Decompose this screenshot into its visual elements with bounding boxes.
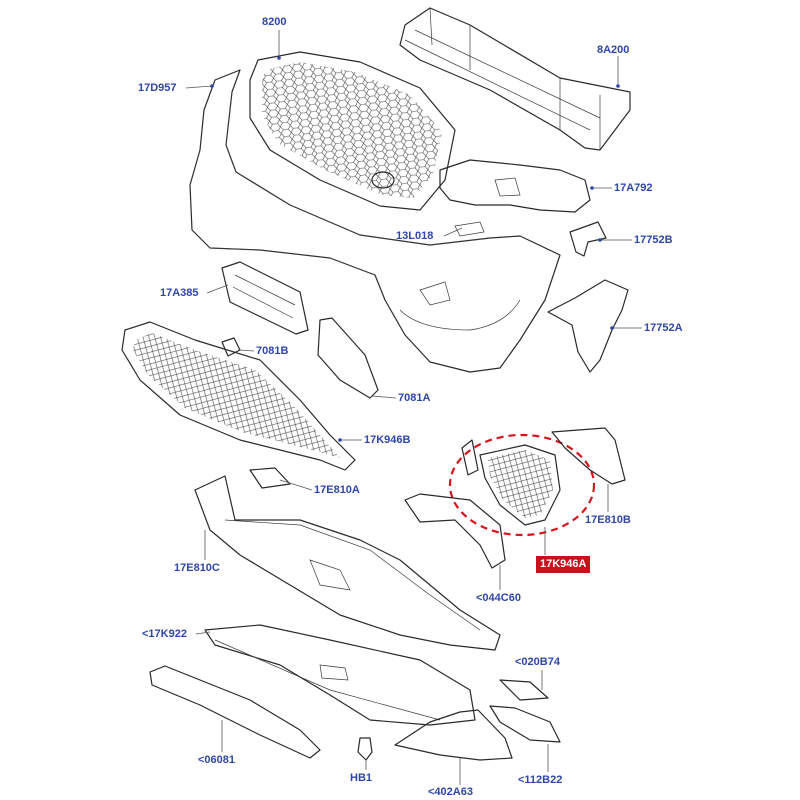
label-17d957: 17D957 xyxy=(138,82,177,94)
trim-17e810b xyxy=(551,427,626,485)
label-044c60: <044C60 xyxy=(476,592,521,604)
label-17e810c: 17E810C xyxy=(174,562,220,574)
label-06081: <06081 xyxy=(198,754,236,766)
label-17752b: 17752B xyxy=(634,234,673,246)
label-17a385: 17A385 xyxy=(160,287,199,299)
label-17k946a-highlight: 17K946A xyxy=(536,556,591,573)
label-17a792: 17A792 xyxy=(614,182,653,194)
label-7081b: 7081B xyxy=(256,345,289,357)
label-7081a: 7081A xyxy=(398,392,431,404)
label-8a200: 8A200 xyxy=(597,44,630,56)
label-17k922: <17K922 xyxy=(142,628,187,640)
side-grille xyxy=(479,444,561,526)
skid-strip xyxy=(149,665,321,759)
corner-trim xyxy=(394,709,513,761)
leader-lines xyxy=(185,30,642,785)
label-112b22: <112B22 xyxy=(518,774,563,786)
plate-bracket xyxy=(221,261,309,335)
bracket-17a792 xyxy=(439,159,591,213)
label-020b74: <020B74 xyxy=(515,656,560,668)
label-hb1: HB1 xyxy=(350,772,373,784)
lower-grille xyxy=(121,321,356,471)
trim-112b22 xyxy=(489,705,561,743)
fog-bezel-7081a xyxy=(317,317,379,399)
label-17e810a: 17E810A xyxy=(314,484,360,496)
strip-044c60 xyxy=(404,493,506,569)
label-17752a: 17752A xyxy=(644,322,683,334)
label-402a63: <402A63 xyxy=(428,786,473,798)
label-13l018: 13L018 xyxy=(396,230,434,242)
piece-020b74 xyxy=(499,679,549,701)
label-17e810b: 17E810B xyxy=(585,514,631,526)
trim-17e810a xyxy=(249,467,291,489)
bracket-17752b xyxy=(569,221,607,257)
lower-plate xyxy=(204,624,476,726)
label-17k946b: 17K946B xyxy=(364,434,411,446)
bolt-hb1 xyxy=(357,737,373,761)
bracket-17752a xyxy=(547,279,629,373)
undertray xyxy=(194,475,501,651)
label-8200: 8200 xyxy=(262,16,287,28)
upper-grille xyxy=(249,51,456,211)
